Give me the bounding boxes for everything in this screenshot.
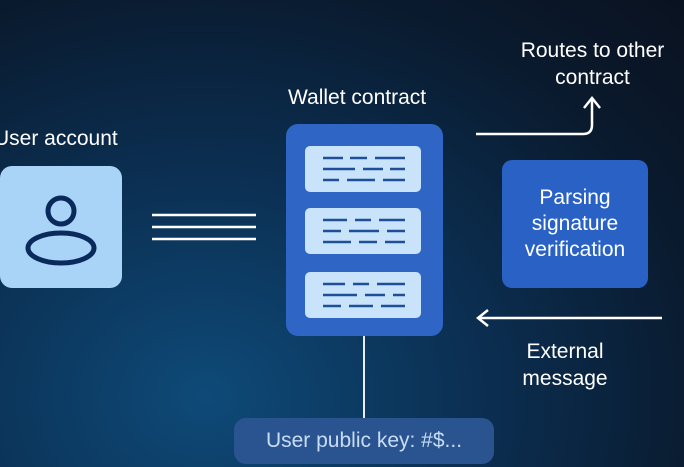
code-lines-icon	[323, 218, 405, 244]
wallet-contract-label: Wallet contract	[288, 86, 427, 109]
wallet-contract-box	[286, 124, 443, 336]
code-lines-icon	[323, 282, 405, 308]
code-record	[305, 208, 421, 254]
code-lines-icon	[323, 156, 405, 182]
parsing-signature-verification-box: Parsing signature verification	[502, 160, 648, 288]
person-icon	[25, 195, 97, 266]
user-public-key-pill: User public key: #$...	[234, 418, 494, 464]
external-message-label: External message	[522, 340, 608, 390]
user-account-label: User account	[0, 127, 118, 150]
routes-to-other-contract-label: Routes to other contract	[520, 39, 665, 89]
code-record	[305, 272, 421, 318]
arrow-head-icon	[583, 95, 601, 109]
user-account-card	[0, 166, 122, 288]
arrow-head-icon	[475, 309, 489, 327]
code-record	[305, 146, 421, 192]
routes-arrow	[476, 100, 594, 136]
